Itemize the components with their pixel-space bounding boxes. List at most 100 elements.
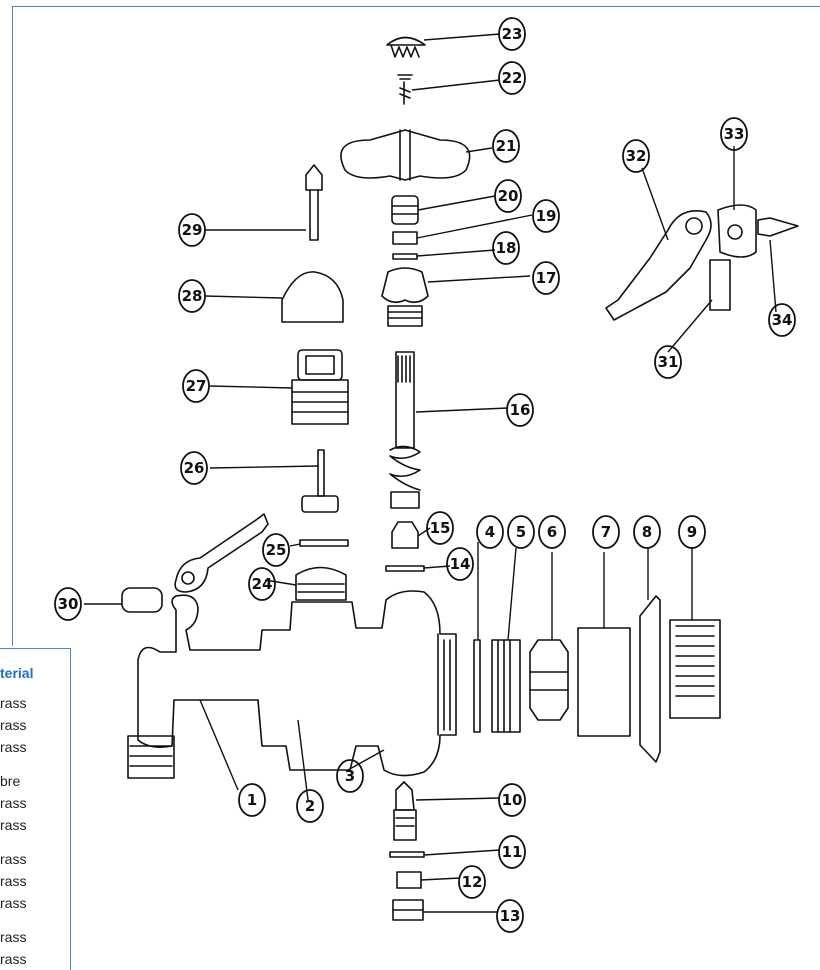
callout-circle-32: [622, 139, 650, 173]
callout-circle-16: [506, 393, 534, 427]
callout-circle-34: [768, 303, 796, 337]
part-7: [577, 627, 631, 737]
callout-circle-5: [507, 515, 535, 549]
callout-label-27: 27: [186, 377, 207, 395]
part-1-body: [137, 590, 457, 777]
part-26-disc: [301, 495, 339, 513]
material-item: rass: [0, 817, 27, 833]
part-25: [299, 539, 349, 547]
callout-label-32: 32: [626, 147, 647, 165]
part-9: [669, 619, 721, 719]
callout-circle-23: [498, 17, 526, 51]
material-item: rass: [0, 873, 27, 889]
callout-circle-17: [532, 261, 560, 295]
part-15: [391, 521, 419, 549]
callout-label-29: 29: [182, 221, 203, 239]
callout-label-13: 13: [500, 907, 521, 925]
callout-circle-8: [633, 515, 661, 549]
part-10-body: [393, 809, 417, 841]
part-5: [491, 639, 521, 733]
callout-label-17: 17: [536, 269, 557, 287]
callout-label-15: 15: [430, 519, 451, 537]
callout-circle-14: [446, 547, 474, 581]
callout-label-20: 20: [498, 187, 519, 205]
material-item: bre: [0, 773, 21, 789]
part-24: [295, 566, 347, 601]
part-23-teeth: [390, 44, 420, 58]
callout-circle-28: [178, 279, 206, 313]
material-item: rass: [0, 929, 27, 945]
callout-circle-26: [180, 451, 208, 485]
material-item: rass: [0, 895, 27, 911]
callout-label-33: 33: [724, 125, 745, 143]
part-29-head: [305, 164, 323, 191]
part-27-top: [297, 349, 343, 381]
callout-label-23: 23: [502, 25, 523, 43]
callout-label-24: 24: [252, 575, 273, 593]
callout-label-30: 30: [58, 595, 79, 613]
part-19: [392, 231, 418, 245]
callout-label-8: 8: [642, 523, 652, 541]
part-6-nut: [529, 639, 569, 721]
callout-label-18: 18: [496, 239, 517, 257]
part-10-head: [395, 781, 415, 811]
part-16-thread: [389, 445, 421, 491]
callout-circle-20: [494, 179, 522, 213]
callout-circle-25: [262, 533, 290, 567]
material-item: rass: [0, 739, 27, 755]
part-21-stem: [399, 129, 411, 181]
callout-circle-4: [476, 515, 504, 549]
callout-label-25: 25: [266, 541, 287, 559]
callout-circle-29: [178, 213, 206, 247]
callout-circle-10: [498, 783, 526, 817]
material-item: rass: [0, 951, 27, 967]
part-34-screw: [757, 217, 799, 237]
part-16-end: [390, 491, 420, 509]
callout-circle-24: [248, 567, 276, 601]
material-item: rass: [0, 795, 27, 811]
part-1-base: [127, 735, 175, 779]
part-8-flange: [639, 595, 661, 763]
callout-circle-9: [678, 515, 706, 549]
callout-label-6: 6: [547, 523, 557, 541]
callout-circle-13: [496, 899, 524, 933]
callout-label-11: 11: [502, 843, 523, 861]
part-12: [396, 871, 422, 889]
part-14: [385, 565, 425, 572]
callout-circle-27: [182, 369, 210, 403]
frame-border-top: [12, 6, 820, 7]
part-28-cap: [281, 271, 344, 323]
material-item: rass: [0, 851, 27, 867]
part-20: [391, 195, 419, 225]
part-11: [389, 851, 425, 858]
callout-label-22: 22: [502, 69, 523, 87]
part-29-shaft: [309, 189, 319, 241]
part-17-base: [387, 305, 423, 327]
callout-circle-12: [458, 865, 486, 899]
lever-arm: [174, 513, 269, 593]
part-30: [121, 587, 163, 613]
material-item: rass: [0, 717, 27, 733]
callout-label-19: 19: [536, 207, 557, 225]
callout-circle-31: [654, 345, 682, 379]
callout-label-31: 31: [658, 353, 679, 371]
material-legend-panel: terial rass rass rass bre rass rass rass…: [0, 648, 71, 970]
callout-circle-21: [492, 129, 520, 163]
part-18: [392, 253, 418, 260]
callout-circle-2: [296, 789, 324, 823]
callout-label-16: 16: [510, 401, 531, 419]
callout-label-2: 2: [305, 797, 315, 815]
frame-border-left: [12, 6, 13, 646]
part-4: [473, 639, 481, 733]
material-legend-title: terial: [0, 665, 34, 681]
callout-label-21: 21: [496, 137, 517, 155]
callout-circle-33: [720, 117, 748, 151]
callout-label-12: 12: [462, 873, 483, 891]
callout-circle-19: [532, 199, 560, 233]
part-17-bonnet: [381, 267, 429, 304]
part-32-lever: [605, 210, 712, 321]
callout-label-26: 26: [184, 459, 205, 477]
part-31: [709, 259, 731, 311]
part-21-handle: [340, 129, 471, 181]
